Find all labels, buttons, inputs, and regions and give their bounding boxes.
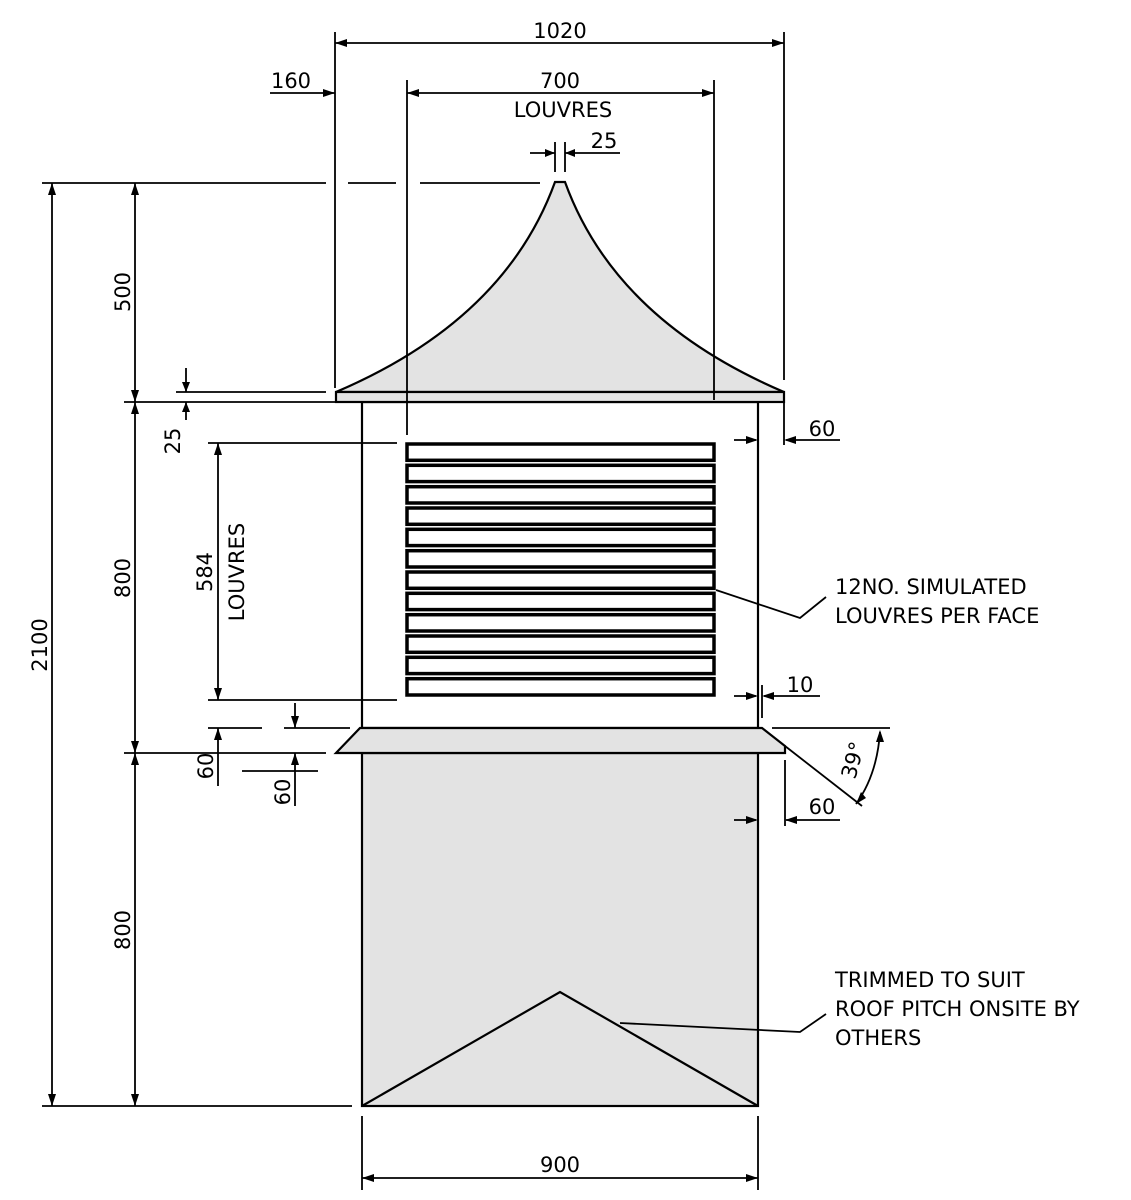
note-trim-line3: OTHERS [835, 1026, 921, 1050]
dim-cornice-angle: 39° [837, 739, 870, 781]
note-louvres-line2: LOUVRES PER FACE [835, 604, 1039, 628]
dim-overhang: 160 [271, 69, 311, 93]
dim-base-height: 800 [111, 910, 135, 950]
louvre-slat [405, 570, 716, 591]
dim-louvre-height: 584 [193, 552, 217, 592]
louvre-slat [405, 442, 716, 463]
louvre-slat [405, 612, 716, 633]
louvres [405, 442, 716, 697]
dim-overall-height: 2100 [28, 618, 52, 671]
roof-eave [334, 390, 786, 404]
dim-roof-height: 500 [111, 272, 135, 312]
dim-cornice-projection: 60 [809, 795, 836, 819]
louvre-slat [405, 506, 716, 527]
base-box [360, 751, 760, 1108]
louvre-slat [405, 484, 716, 505]
louvre-slat [405, 655, 716, 676]
dim-overall-width: 1020 [533, 19, 586, 43]
dim-louvre-inset: 10 [787, 673, 814, 697]
louvre-slat [405, 527, 716, 548]
louvre-slat [405, 591, 716, 612]
note-trim-line1: TRIMMED TO SUIT [834, 968, 1025, 992]
louvre-slat [405, 634, 716, 655]
dim-louvre-section-height: 800 [111, 558, 135, 598]
note-trim-line2: ROOF PITCH ONSITE BY [835, 997, 1080, 1021]
dim-finial: 25 [591, 129, 618, 153]
dim-louvre-width: 700 [540, 69, 580, 93]
roof [335, 180, 785, 394]
roof-pitch-triangle [361, 990, 759, 1107]
dim-base-width: 900 [540, 1153, 580, 1177]
dim-roof-edge: 25 [161, 428, 185, 455]
dim-cornice-b: 60 [271, 779, 295, 806]
dim-louvre-width-label: LOUVRES [514, 98, 612, 122]
cornice-ledge [333, 726, 787, 755]
louvre-slat [405, 676, 716, 697]
dim-cornice-a: 60 [194, 753, 218, 780]
dim-louvre-height-label: LOUVRES [225, 523, 249, 621]
louvre-slat [405, 463, 716, 484]
dim-side-offset-top: 60 [809, 417, 836, 441]
louvre-slat [405, 548, 716, 569]
note-louvres-line1: 12NO. SIMULATED [835, 575, 1027, 599]
